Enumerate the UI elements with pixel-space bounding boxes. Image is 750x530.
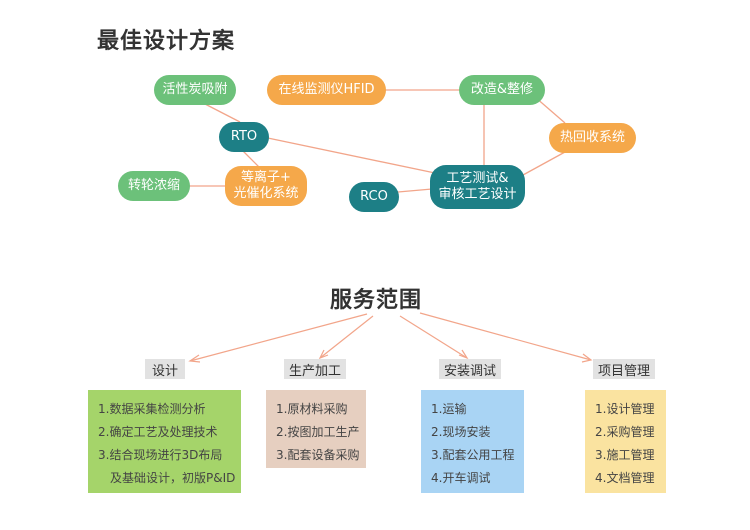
solution-title: 最佳设计方案 <box>97 29 236 54</box>
install-box: 1.运输 2.现场安装 3.配套公用工程 4.开车调试 <box>421 390 524 493</box>
production-box: 1.原材料采购 2.按图加工生产 3.配套设备采购 <box>266 390 366 468</box>
node-label: 热回收系统 <box>559 130 625 145</box>
list-item: 3.配套设备采购 <box>276 448 360 462</box>
node-retrofit: 改造&整修 <box>459 75 545 105</box>
category-design: 设计 <box>145 359 185 379</box>
node-label: RTO <box>230 129 258 144</box>
node-label: 改造&整修 <box>470 82 534 97</box>
design-box: 1.数据采集检测分析 2.确定工艺及处理技术 3.结合现场进行3D布局 及基础设… <box>88 390 241 493</box>
link-carbon-rto <box>204 103 241 123</box>
list-item: 2.采购管理 <box>595 425 655 439</box>
list-item: 3.配套公用工程 <box>431 448 515 462</box>
list-item: 1.数据采集检测分析 <box>98 402 206 416</box>
arrow-management <box>419 312 592 361</box>
list-item: 4.文档管理 <box>595 471 655 485</box>
node-heat-recovery: 热回收系统 <box>549 123 636 153</box>
arrow-install <box>399 315 468 359</box>
category-production: 生产加工 <box>284 359 346 379</box>
link-heat-process <box>522 151 566 176</box>
node-plasma: 等离子+ 光催化系统 <box>225 166 307 206</box>
node-label: 在线监测仪HFID <box>278 82 375 97</box>
link-rto-process <box>262 136 436 174</box>
node-rto: RTO <box>219 122 269 152</box>
list-item: 2.现场安装 <box>431 425 491 439</box>
node-activated-carbon: 活性炭吸附 <box>154 75 236 105</box>
node-label-line2: 审核工艺设计 <box>438 187 517 202</box>
node-hfid: 在线监测仪HFID <box>267 75 386 105</box>
list-item: 及基础设计，初版P&ID <box>110 471 236 485</box>
list-item: 2.按图加工生产 <box>276 425 360 439</box>
node-rco: RCO <box>349 182 399 212</box>
management-box: 1.设计管理 2.采购管理 3.施工管理 4.文档管理 <box>585 390 666 493</box>
node-process-test: 工艺测试& 审核工艺设计 <box>430 165 525 209</box>
link-retrofit-heat <box>534 96 566 124</box>
node-label-line1: 工艺测试& <box>446 171 509 186</box>
node-label: RCO <box>360 189 388 204</box>
list-item: 3.结合现场进行3D布局 <box>98 448 223 462</box>
node-label-line1: 等离子+ <box>241 170 291 185</box>
arrow-production <box>319 315 374 359</box>
list-item: 1.运输 <box>431 402 467 416</box>
list-item: 3.施工管理 <box>595 448 655 462</box>
node-label: 转轮浓缩 <box>127 178 180 193</box>
arrow-design <box>189 313 368 362</box>
scope-title: 服务范围 <box>330 288 423 313</box>
node-rotor: 转轮浓缩 <box>118 171 190 201</box>
category-management: 项目管理 <box>593 359 655 379</box>
list-item: 2.确定工艺及处理技术 <box>98 425 218 439</box>
link-rco-process <box>397 188 433 193</box>
category-install: 安装调试 <box>439 359 501 379</box>
list-item: 4.开车调试 <box>431 471 491 485</box>
node-label-line2: 光催化系统 <box>233 186 299 201</box>
list-item: 1.原材料采购 <box>276 402 348 416</box>
list-item: 1.设计管理 <box>595 402 655 416</box>
node-label: 活性炭吸附 <box>162 82 228 97</box>
